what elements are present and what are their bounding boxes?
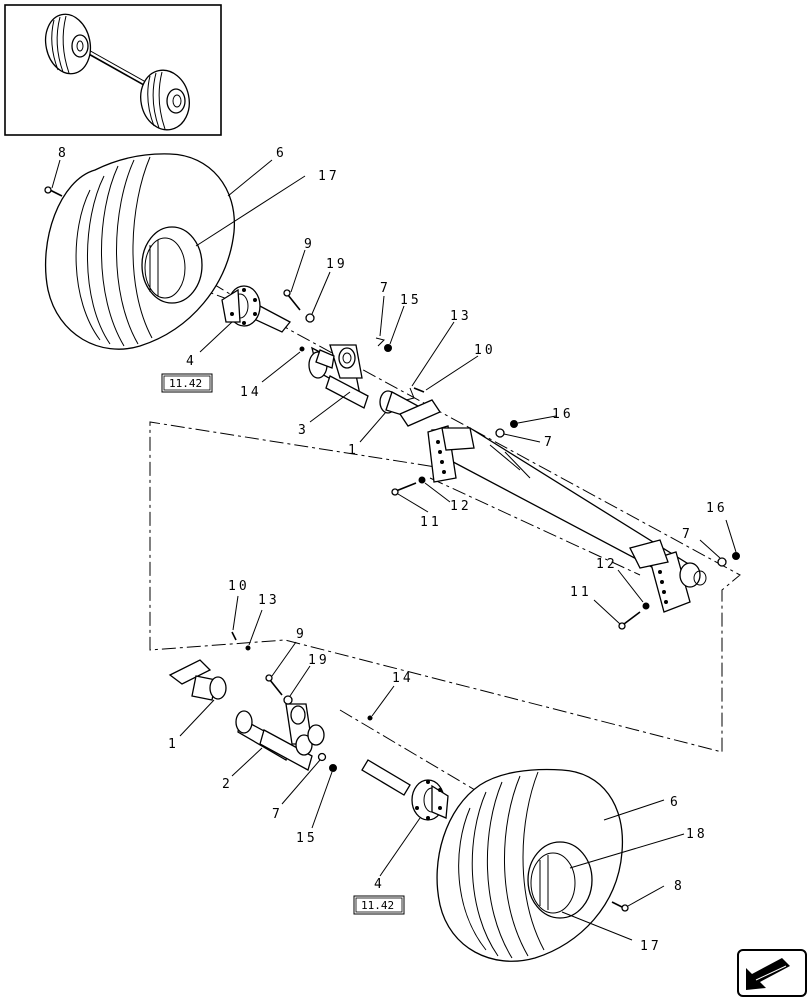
callout-10-bottom: 10 [228, 579, 250, 594]
callout-7-top: 7 [380, 281, 391, 296]
callout-19-top: 19 [326, 257, 348, 272]
callout-11-right: 11 [570, 585, 592, 600]
pivot-pin-bottom [168, 659, 227, 701]
callout-10-top: 10 [474, 343, 496, 358]
callout-6-top: 6 [276, 146, 287, 161]
callout-16-mid: 16 [552, 407, 574, 422]
fastener-hardware [44, 186, 740, 912]
callout-1-top: 1 [348, 443, 359, 458]
reference-box-top-label: 11.42 [169, 377, 202, 390]
reference-box-bottom-label: 11.42 [361, 899, 394, 912]
callout-17-top: 17 [318, 169, 340, 184]
callout-9-top: 9 [304, 237, 315, 252]
main-axle-tube [427, 425, 707, 613]
axle-bracket-bottom [235, 703, 325, 771]
wheel-tire-bottom [436, 768, 624, 962]
callout-3: 3 [298, 423, 309, 438]
callout-7-right: 7 [682, 527, 693, 542]
callout-7-bottom: 7 [272, 807, 283, 822]
callout-14-bottom: 14 [392, 671, 414, 686]
hub-spindle-top [221, 285, 291, 333]
return-arrow-icon[interactable] [737, 949, 807, 997]
callout-6-bottom: 6 [670, 795, 681, 810]
callout-11-mid: 11 [420, 515, 442, 530]
callout-12-right: 12 [596, 557, 618, 572]
callout-1-bottom: 1 [168, 737, 179, 752]
callout-4-top: 4 [186, 354, 197, 369]
callout-labels: 8 6 17 9 19 7 15 13 10 4 14 3 1 16 7 12 … [58, 146, 728, 954]
callout-13-top: 13 [450, 309, 472, 324]
hub-spindle-bottom [361, 759, 449, 821]
callout-18: 18 [686, 827, 708, 842]
assembly-inset-thumbnail [4, 4, 222, 136]
callout-4-bottom: 4 [374, 877, 385, 892]
reference-box-bottom[interactable]: 11.42 [353, 895, 405, 915]
wheel-tire-top [44, 153, 235, 350]
callout-13-bottom: 13 [258, 593, 280, 608]
reference-box-top[interactable]: 11.42 [161, 373, 213, 393]
callout-12-mid: 12 [450, 499, 472, 514]
callout-15-bottom: 15 [296, 831, 318, 846]
pivot-pin-top [379, 390, 441, 427]
leader-lines [51, 159, 737, 941]
callout-8-top: 8 [58, 146, 69, 161]
callout-2: 2 [222, 777, 233, 792]
callout-14-top: 14 [240, 385, 262, 400]
axle-bracket-top [308, 344, 369, 409]
callout-7-mid: 7 [544, 435, 555, 450]
callout-19-bottom: 19 [308, 653, 330, 668]
callout-9-bottom: 9 [296, 627, 307, 642]
assembly-centerlines [149, 269, 741, 791]
callout-15-top: 15 [400, 293, 422, 308]
callout-17-bottom: 17 [640, 939, 662, 954]
callout-8-bottom: 8 [674, 879, 685, 894]
callout-16-right: 16 [706, 501, 728, 516]
